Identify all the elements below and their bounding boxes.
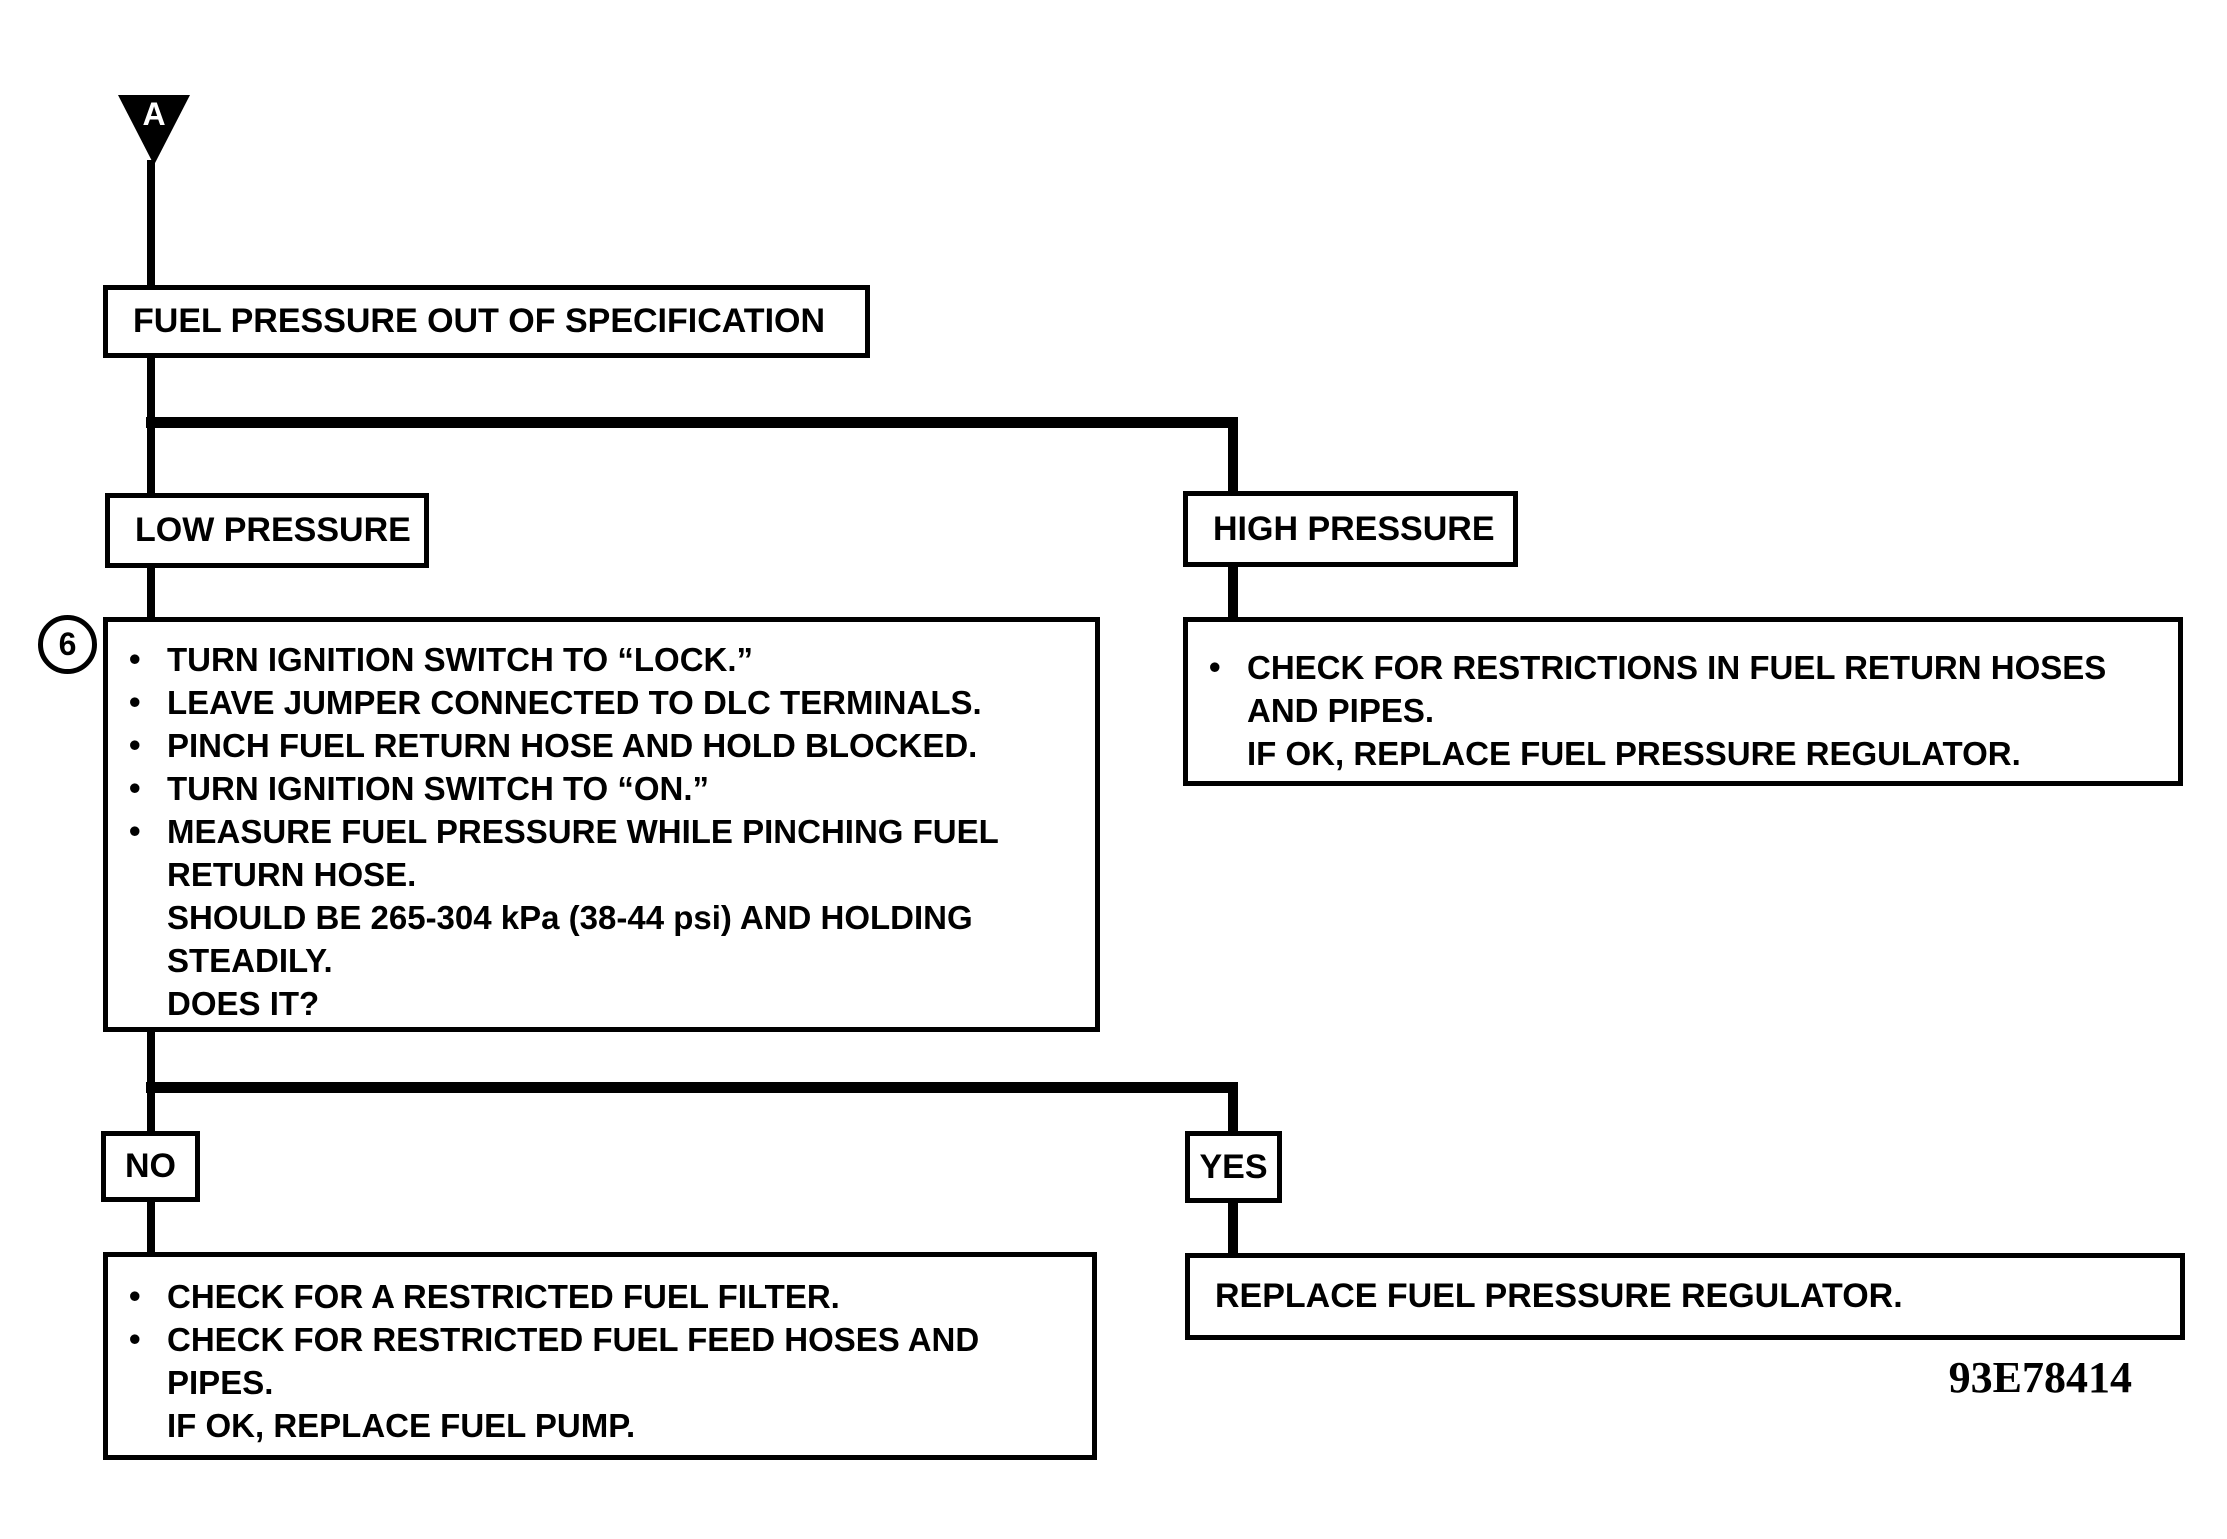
line-steps-to-split (147, 1030, 155, 1085)
low-pressure-steps-node: TURN IGNITION SWITCH TO “LOCK.” LEAVE JU… (103, 617, 1100, 1032)
no-action-list: CHECK FOR A RESTRICTED FUEL FILTER. CHEC… (108, 1274, 1092, 1447)
connector-a: A (118, 95, 190, 165)
high-pressure-node: HIGH PRESSURE (1183, 491, 1518, 567)
line-to-low-pressure (147, 428, 155, 495)
line-high-to-action (1228, 565, 1238, 618)
low-pressure-steps-list: TURN IGNITION SWITCH TO “LOCK.” LEAVE JU… (108, 637, 1095, 1025)
high-pressure-action-node: CHECK FOR RESTRICTIONS IN FUEL RETURN HO… (1183, 617, 2183, 786)
list-item: PINCH FUEL RETURN HOSE AND HOLD BLOCKED. (129, 723, 1095, 767)
line-to-high-pressure (1228, 428, 1238, 494)
line-a-to-root (147, 160, 155, 287)
yes-node: YES (1185, 1131, 1282, 1203)
pressure-split-line (146, 417, 1238, 428)
line-root-to-split (147, 356, 155, 420)
root-node: FUEL PRESSURE OUT OF SPECIFICATION (103, 285, 870, 358)
line-to-yes (1228, 1093, 1238, 1133)
triangle-connector-icon (118, 95, 190, 165)
yes-label: YES (1199, 1147, 1268, 1186)
low-pressure-label: LOW PRESSURE (135, 511, 411, 549)
list-item: CHECK FOR RESTRICTIONS IN FUEL RETURN HO… (1209, 645, 2178, 775)
no-action-node: CHECK FOR A RESTRICTED FUEL FILTER. CHEC… (103, 1252, 1097, 1460)
yes-action-label: REPLACE FUEL PRESSURE REGULATOR. (1215, 1277, 1903, 1315)
line-to-no (147, 1093, 155, 1133)
answer-split-line (146, 1082, 1238, 1093)
list-item: CHECK FOR RESTRICTED FUEL FEED HOSES AND… (129, 1317, 1092, 1447)
list-item: LEAVE JUMPER CONNECTED TO DLC TERMINALS. (129, 680, 1095, 724)
connector-a-label: A (142, 96, 166, 132)
line-yes-to-action (1228, 1201, 1238, 1255)
no-node: NO (101, 1131, 200, 1202)
list-item: TURN IGNITION SWITCH TO “LOCK.” (129, 637, 1095, 681)
list-item: TURN IGNITION SWITCH TO “ON.” (129, 766, 1095, 810)
figure-number: 93E78414 (1948, 1353, 2132, 1402)
step-6-label: 6 (58, 626, 77, 662)
list-item: MEASURE FUEL PRESSURE WHILE PINCHING FUE… (129, 809, 1095, 1025)
list-item: CHECK FOR A RESTRICTED FUEL FILTER. (129, 1274, 1092, 1318)
low-pressure-node: LOW PRESSURE (105, 493, 429, 568)
line-low-to-steps (147, 566, 155, 618)
high-pressure-action-list: CHECK FOR RESTRICTIONS IN FUEL RETURN HO… (1188, 645, 2178, 775)
root-node-label: FUEL PRESSURE OUT OF SPECIFICATION (133, 302, 826, 340)
high-pressure-label: HIGH PRESSURE (1213, 509, 1495, 548)
step-6-marker: 6 (38, 615, 97, 674)
line-no-to-action (147, 1200, 155, 1254)
no-label: NO (125, 1147, 176, 1185)
yes-action-node: REPLACE FUEL PRESSURE REGULATOR. (1185, 1253, 2185, 1340)
